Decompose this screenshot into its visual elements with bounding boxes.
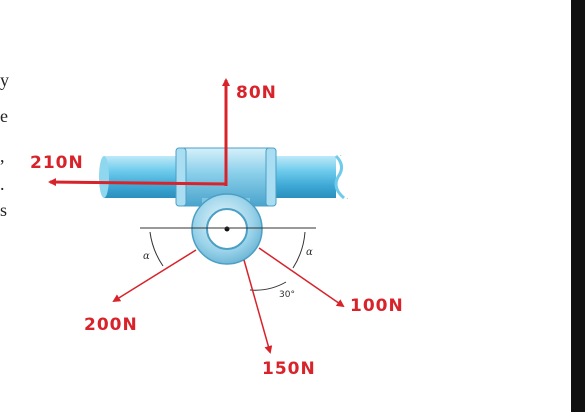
force-arrow-lower-right [258, 247, 345, 308]
force-arrow-left [48, 178, 227, 187]
angle-label-left: α [143, 251, 150, 262]
force-label-lower-left: 200N [84, 315, 138, 335]
cut-text-3: , [0, 146, 5, 166]
angle-arc-right [292, 231, 306, 269]
angle-label-30: 30° [279, 290, 295, 300]
force-label-up: 80N [236, 83, 277, 103]
angle-arc-left [149, 231, 164, 267]
force-arrow-lower-left [112, 249, 197, 303]
force-label-lower-right: 100N [350, 296, 404, 316]
force-arrow-bottom [243, 259, 273, 354]
angle-label-right: α [306, 247, 313, 258]
cut-text-2: e [0, 106, 8, 126]
angle-arc-30 [249, 281, 287, 291]
eye-ring [191, 193, 263, 265]
force-arrows [48, 78, 345, 354]
cut-text-4: . [0, 174, 5, 194]
force-label-bottom: 150N [262, 359, 316, 379]
force-label-left: 210N [30, 153, 84, 173]
right-border [571, 0, 585, 412]
cut-text-1: y [0, 70, 9, 90]
cut-text-5: s [0, 200, 8, 220]
